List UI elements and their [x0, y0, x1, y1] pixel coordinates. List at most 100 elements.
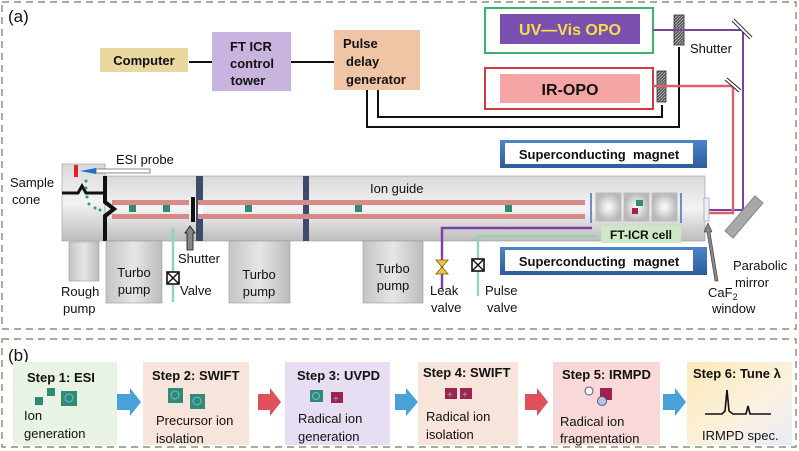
computer-box: Computer	[100, 48, 188, 72]
step-3: Step 3: UVPD + Radical ion generation	[285, 362, 390, 445]
step-2: Step 2: SWIFT Precursor ion isolation	[143, 362, 249, 446]
leak-valve-label: Leak	[430, 283, 459, 298]
turbo-pump-2	[228, 240, 291, 304]
magnet-top: Superconducting magnet	[500, 140, 707, 168]
ion-guide-label: Ion guide	[370, 181, 424, 196]
caf2-window-label-2: window	[711, 301, 756, 316]
svg-text:tower: tower	[231, 73, 266, 88]
svg-text:control: control	[230, 56, 274, 71]
svg-text:IR-OPO: IR-OPO	[542, 82, 599, 99]
sample-cone-label-2: cone	[12, 192, 40, 207]
esi-probe-tip	[80, 168, 96, 174]
ir-mirror-inner	[725, 78, 741, 92]
rough-pump-label-2: pump	[63, 301, 96, 316]
rough-pump-label: Rough	[61, 284, 99, 299]
svg-text:Step 1: ESI: Step 1: ESI	[27, 370, 95, 385]
svg-text:Radical ion: Radical ion	[426, 409, 490, 424]
arrow-2	[258, 388, 281, 416]
turbo-pump-3-label: Turbo	[376, 261, 409, 276]
ftic-control-tower-box: FT ICR control tower	[212, 32, 291, 91]
ir-opo: IR-OPO	[484, 67, 654, 110]
sample-cone-label: Sample	[10, 175, 54, 190]
valve-label: Valve	[180, 283, 212, 298]
hexapole-rod-top	[112, 200, 189, 205]
irmpd-spectrum-trace	[705, 389, 771, 415]
caf2-window-label: CaF2	[708, 285, 738, 302]
caf2-window	[703, 197, 710, 222]
svg-text:Superconducting magnet: Superconducting magnet	[519, 254, 680, 269]
step-5: Step 5: IRMPD Radical ion fragmentation	[553, 362, 660, 446]
ion-spray-droplets	[84, 179, 102, 212]
trigger-cable-ir	[377, 90, 663, 118]
turbo-pump-1	[105, 240, 163, 304]
arrow-1	[117, 388, 141, 416]
leak-valve-icon	[435, 259, 449, 275]
svg-text:fragmentation: fragmentation	[560, 431, 640, 446]
svg-text:generation: generation	[24, 426, 85, 441]
source-chamber	[61, 163, 106, 242]
svg-text:Step 2: SWIFT: Step 2: SWIFT	[152, 368, 239, 383]
svg-text:Computer: Computer	[113, 53, 174, 68]
sample-cone	[62, 182, 105, 195]
panel-a-label: (a)	[8, 7, 29, 26]
pulse-valve-icon	[471, 258, 485, 272]
panel-a-frame	[1, 1, 797, 330]
parabolic-mirror-label: Parabolic	[733, 258, 788, 273]
svg-text:IRMPD spec.: IRMPD spec.	[702, 428, 779, 443]
svg-text:FT ICR: FT ICR	[230, 39, 272, 54]
turbo-pump-3-label-2: pump	[377, 278, 410, 293]
arrow-4	[525, 388, 548, 416]
hexapole-rod-bottom	[112, 214, 189, 219]
pulse-delay-generator-box: Pulse delay generator	[334, 30, 420, 90]
skimmer	[103, 176, 118, 241]
uv-vis-opo: UV—Vis OPO	[484, 7, 654, 54]
ion-guide-rod-bottom	[198, 214, 585, 219]
pulse-valve-label: Pulse	[485, 283, 518, 298]
turbo-pump-1-label: Turbo	[117, 265, 150, 280]
svg-text:generation: generation	[298, 429, 359, 444]
panel-b-label: (b)	[8, 346, 29, 365]
parabolic-mirror-label-2: mirror	[735, 275, 770, 290]
ftic-cell-label: FT-ICR cell	[610, 228, 672, 242]
svg-text:Superconducting magnet: Superconducting magnet	[519, 147, 680, 162]
rough-pump	[68, 241, 100, 282]
ftic-cell-label-bg	[601, 226, 681, 243]
pulse-valve-line	[476, 234, 597, 296]
svg-text:Step 5: IRMPD: Step 5: IRMPD	[562, 367, 651, 382]
svg-text:generator: generator	[346, 72, 406, 87]
ftic-cell	[590, 192, 682, 223]
shutter-instrument-label: Shutter	[178, 251, 221, 266]
arrow-5	[663, 388, 686, 416]
ion-guide-gap	[198, 205, 203, 214]
arrow-3	[395, 388, 418, 416]
step-4: Step 4: SWIFT + + Radical ion isolation	[418, 362, 518, 445]
svg-text:Radical ion: Radical ion	[560, 414, 624, 429]
panel-b-frame	[1, 338, 797, 448]
svg-text:+: +	[333, 394, 339, 405]
esi-probe	[95, 168, 151, 174]
svg-text:delay: delay	[346, 54, 380, 69]
turbo-pump-2-label-2: pump	[243, 284, 276, 299]
leak-valve-label-2: valve	[431, 300, 461, 315]
svg-text:Ion: Ion	[24, 408, 42, 423]
svg-text:Step 3: UVPD: Step 3: UVPD	[297, 368, 380, 383]
svg-text:isolation: isolation	[156, 431, 204, 446]
svg-text:+: +	[462, 390, 468, 401]
caf2-window-arrow	[703, 222, 719, 282]
step-6: Step 6: Tune λ IRMPD spec.	[687, 362, 792, 445]
svg-text:Precursor ion: Precursor ion	[156, 413, 233, 428]
parabolic-mirror	[724, 195, 764, 239]
shutter-plate	[191, 197, 195, 222]
esi-probe-label: ESI probe	[116, 152, 174, 167]
svg-text:Pulse: Pulse	[343, 36, 378, 51]
valve-icon	[166, 271, 180, 285]
flange-2	[303, 176, 309, 241]
ions-in-transit	[129, 205, 512, 212]
uv-mirror-inner	[732, 19, 752, 39]
turbo-pump-2-label: Turbo	[242, 267, 275, 282]
pulse-valve-label-2: valve	[487, 300, 517, 315]
turbo-pump-3	[362, 240, 424, 304]
svg-text:+: +	[447, 390, 453, 401]
magnet-bottom: Superconducting magnet	[500, 247, 707, 275]
